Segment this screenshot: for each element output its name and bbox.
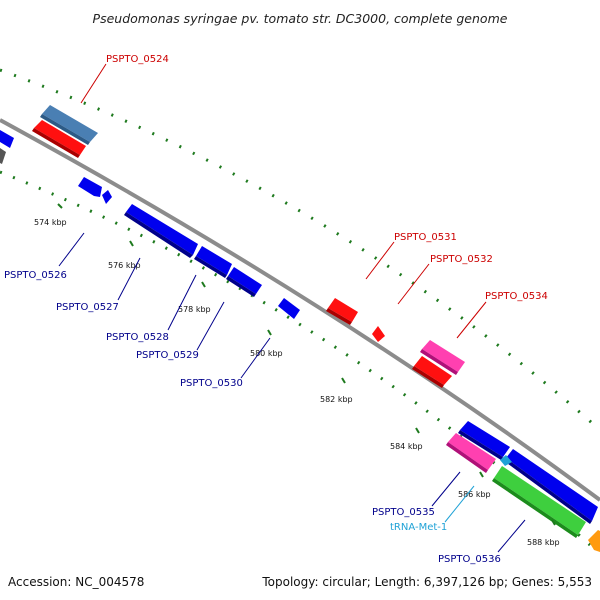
gene-label-0529[interactable]: PSPTO_0529 bbox=[136, 350, 199, 361]
tick-label: 586 kbp bbox=[458, 490, 491, 499]
gene-feature-red-0534b[interactable] bbox=[412, 356, 452, 388]
gene-feature-blue-0527[interactable] bbox=[124, 204, 198, 258]
gene-label-0530[interactable]: PSPTO_0530 bbox=[180, 378, 243, 389]
gene-label-0531[interactable]: PSPTO_0531 bbox=[394, 232, 457, 243]
gene-feature-blue-0530[interactable] bbox=[278, 298, 300, 319]
gene-feature-gray-edge[interactable] bbox=[0, 148, 6, 164]
gene-labels: PSPTO_0524 PSPTO_0526 PSPTO_0527 PSPTO_0… bbox=[4, 54, 548, 565]
gene-feature-blue-0524[interactable] bbox=[40, 105, 98, 145]
gene-feature-orange-edge[interactable] bbox=[588, 530, 600, 552]
genome-summary-text: Topology: circular; Length: 6,397,126 bp… bbox=[261, 575, 592, 589]
tick-label: 582 kbp bbox=[320, 395, 353, 404]
gene-feature-blue-edge[interactable] bbox=[0, 130, 14, 148]
tick-label: 580 kbp bbox=[250, 349, 283, 358]
tick-labels: 574 kbp 576 kbp 578 kbp 580 kbp 582 kbp … bbox=[34, 218, 560, 547]
gene-label-0524[interactable]: PSPTO_0524 bbox=[106, 54, 169, 65]
gene-label-0528[interactable]: PSPTO_0528 bbox=[106, 332, 169, 343]
gene-label-0526[interactable]: PSPTO_0526 bbox=[4, 270, 67, 281]
gene-feature-red-0532[interactable] bbox=[372, 326, 385, 342]
gene-feature-green-0536[interactable] bbox=[492, 466, 586, 538]
gc-dots-inner bbox=[0, 170, 592, 547]
map-title: Pseudomonas syringae pv. tomato str. DC3… bbox=[93, 11, 508, 26]
gene-feature-blue-0529[interactable] bbox=[226, 267, 262, 297]
tick-label: 578 kbp bbox=[178, 305, 211, 314]
gene-label-trna[interactable]: tRNA-Met-1 bbox=[390, 522, 447, 533]
gene-feature-pink-0534[interactable] bbox=[420, 340, 465, 375]
gene-feature-blue-0526[interactable] bbox=[78, 177, 112, 204]
label-leaders bbox=[58, 63, 526, 553]
gene-feature-blue-0528[interactable] bbox=[194, 246, 232, 278]
gene-feature-red-0524[interactable] bbox=[32, 120, 86, 158]
gene-label-0527[interactable]: PSPTO_0527 bbox=[56, 302, 119, 313]
tick-label: 584 kbp bbox=[390, 442, 423, 451]
gc-dots-outer bbox=[0, 68, 600, 432]
gene-label-0532[interactable]: PSPTO_0532 bbox=[430, 254, 493, 265]
gene-feature-blue-0535[interactable] bbox=[458, 421, 510, 460]
gene-feature-pink-0535[interactable] bbox=[446, 433, 496, 473]
trna-feature[interactable] bbox=[500, 455, 512, 466]
tick-label: 574 kbp bbox=[34, 218, 67, 227]
gene-label-0534[interactable]: PSPTO_0534 bbox=[485, 291, 548, 302]
gene-feature-red-0531[interactable] bbox=[326, 298, 358, 325]
gene-feature-blue-0536[interactable] bbox=[504, 449, 598, 524]
tick-label: 588 kbp bbox=[527, 538, 560, 547]
gene-label-0535[interactable]: PSPTO_0535 bbox=[372, 507, 435, 518]
tick-label: 576 kbp bbox=[108, 261, 141, 270]
tick-marks bbox=[57, 203, 556, 526]
accession-text: Accession: NC_004578 bbox=[8, 575, 144, 589]
genome-backbone bbox=[0, 118, 600, 502]
gene-label-0536[interactable]: PSPTO_0536 bbox=[438, 554, 501, 565]
